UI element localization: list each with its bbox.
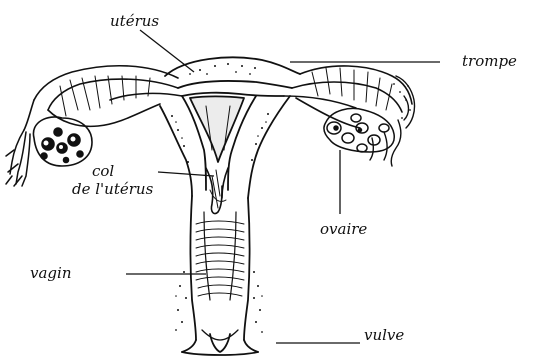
cervix: [206, 168, 228, 214]
right-fimbriae: [370, 76, 415, 166]
label-uterus: utérus: [110, 12, 159, 30]
uterus-body: [160, 57, 300, 198]
right-fallopian-tube: [284, 66, 412, 128]
vagina: [191, 196, 250, 340]
left-fallopian-tube: [24, 66, 182, 130]
label-ovaire: ovaire: [320, 220, 367, 238]
right-ovary: [324, 109, 394, 153]
left-ovary: [33, 117, 92, 166]
label-col-line1: col: [92, 162, 114, 180]
label-trompe: trompe: [462, 52, 517, 70]
label-col-line2: de l'utérus: [72, 180, 154, 198]
label-vulve: vulve: [364, 326, 404, 344]
left-fimbriae: [6, 130, 30, 186]
leader-uterus: [140, 30, 194, 72]
label-vagin: vagin: [30, 264, 71, 282]
vulva: [182, 330, 258, 355]
